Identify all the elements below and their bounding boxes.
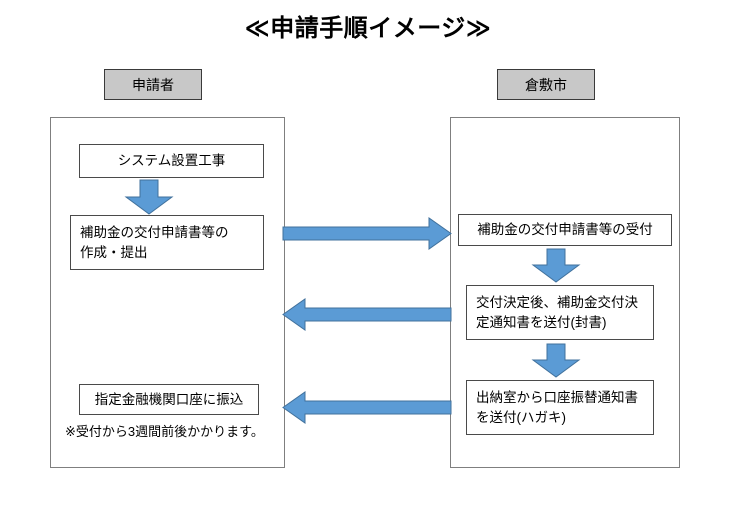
- process-box-bank-transfer-label: 指定金融機関口座に振込: [94, 391, 244, 407]
- column-header-applicant-label: 申請者: [132, 76, 174, 93]
- process-box-system-install: システム設置工事: [79, 144, 264, 178]
- process-box-prepare-application: 補助金の交付申請書等の 作成・提出: [70, 215, 264, 270]
- process-box-system-install-label: システム設置工事: [117, 153, 226, 169]
- arrow-applicant-to-city-1: [282, 217, 452, 250]
- process-box-transfer-notice: 出納室から口座振替通知書 を送付(ハガキ): [466, 380, 654, 435]
- process-box-receive-application-label: 補助金の交付申請書等の受付: [477, 222, 653, 238]
- process-box-bank-transfer: 指定金融機関口座に振込: [79, 384, 259, 415]
- arrow-city-down-2: [531, 343, 581, 378]
- process-box-prepare-application-label: 補助金の交付申請書等の 作成・提出: [80, 224, 229, 260]
- arrow-applicant-down-1: [124, 179, 174, 215]
- process-box-decision-notice: 交付決定後、補助金交付決 定通知書を送付(封書): [466, 285, 654, 340]
- arrow-city-to-applicant-1: [282, 298, 452, 331]
- column-header-applicant: 申請者: [104, 69, 202, 100]
- process-box-receive-application: 補助金の交付申請書等の受付: [458, 214, 672, 246]
- arrow-city-to-applicant-2: [282, 391, 452, 424]
- arrow-city-down-1: [531, 248, 581, 283]
- page-title: ≪申請手順イメージ≫: [244, 15, 492, 42]
- process-box-decision-notice-label: 交付決定後、補助金交付決 定通知書を送付(封書): [476, 294, 638, 330]
- applicant-note: ※受付から3週間前後かかります。: [65, 424, 264, 439]
- column-header-city: 倉敷市: [497, 69, 595, 100]
- column-header-city-label: 倉敷市: [525, 76, 567, 93]
- process-box-transfer-notice-label: 出納室から口座振替通知書 を送付(ハガキ): [476, 389, 638, 425]
